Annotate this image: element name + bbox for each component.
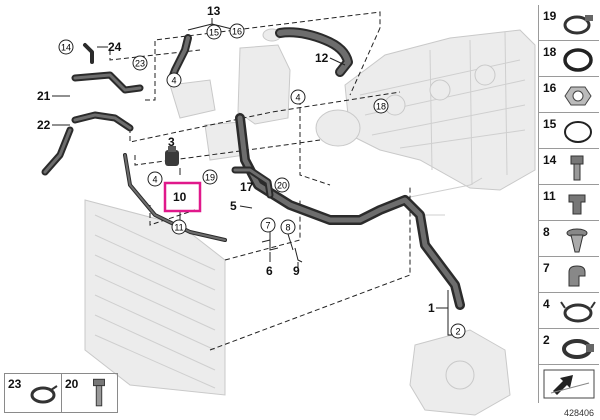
callout-15: 15 <box>206 24 222 40</box>
callout-2: 2 <box>450 323 466 339</box>
screw-icon <box>93 378 105 407</box>
legend-number: 20 <box>65 377 79 391</box>
callout-11: 11 <box>171 219 187 235</box>
legend-number: 15 <box>543 117 557 131</box>
svg-text:20: 20 <box>277 181 287 191</box>
callout-14: 14 <box>58 39 74 55</box>
water-pump <box>409 329 511 416</box>
svg-text:23: 23 <box>135 59 145 69</box>
callout-22: 22 <box>37 118 51 132</box>
callout-19: 19 <box>202 169 218 185</box>
legend-number: 2 <box>543 333 550 347</box>
legend-item-7[interactable]: 7 <box>539 257 599 293</box>
callout-6: 6 <box>266 264 273 278</box>
expansion-tank <box>237 28 291 125</box>
engine-block <box>344 29 536 191</box>
callout-4-top: 4 <box>166 72 182 88</box>
callout-3: 3 <box>168 135 175 149</box>
svg-text:15: 15 <box>209 28 219 38</box>
hose-brackets <box>261 239 303 263</box>
radiator <box>84 199 226 396</box>
legend-number: 7 <box>543 261 550 275</box>
gasket-icon <box>564 86 592 106</box>
svg-text:18: 18 <box>376 102 386 112</box>
arrow-icon <box>543 369 595 399</box>
callout-20: 20 <box>274 177 290 193</box>
legend-item-8[interactable]: 8 <box>539 221 599 257</box>
parts-legend-panel: 19 18 16 15 14 11 8 7 4 2 <box>538 5 599 403</box>
callout-21: 21 <box>37 89 51 103</box>
svg-text:16: 16 <box>232 27 242 37</box>
callout-18: 18 <box>373 98 389 114</box>
callout-17: 17 <box>240 180 254 194</box>
legend-item-23[interactable]: 23 <box>5 374 62 412</box>
svg-text:4: 4 <box>152 175 157 185</box>
callout-4-left: 4 <box>147 171 163 187</box>
callout-8: 8 <box>280 219 296 235</box>
callout-5: 5 <box>230 199 237 213</box>
o-ring-icon <box>563 48 593 72</box>
legend-item-16[interactable]: 16 <box>539 77 599 113</box>
legend-item-4[interactable]: 4 <box>539 293 599 329</box>
callout-4-mid: 4 <box>290 89 306 105</box>
legend-item-14[interactable]: 14 <box>539 149 599 185</box>
legend-number: 19 <box>543 9 557 23</box>
svg-text:7: 7 <box>265 221 270 231</box>
legend-item-18[interactable]: 18 <box>539 41 599 77</box>
callout-23: 23 <box>132 55 148 71</box>
legend-number: 23 <box>8 377 22 391</box>
direction-of-travel-indicator <box>539 365 599 403</box>
clip-icon <box>568 194 586 215</box>
svg-text:2: 2 <box>455 327 460 337</box>
svg-text:14: 14 <box>61 43 71 53</box>
spring-band-clamp-icon <box>30 385 58 404</box>
callouts: 13 15 16 14 24 23 4 12 4 18 21 22 3 4 19… <box>37 4 466 339</box>
legend-item-11[interactable]: 11 <box>539 185 599 221</box>
callout-9: 9 <box>293 264 300 278</box>
hose-clamp-icon <box>563 15 593 35</box>
legend-item-2[interactable]: 2 <box>539 329 599 365</box>
callout-1: 1 <box>428 301 435 315</box>
bolt-icon <box>570 155 584 181</box>
seal-ring-icon <box>564 121 592 143</box>
cooling-system-diagram: 13 15 16 14 24 23 4 12 4 18 21 22 3 4 19… <box>37 4 536 416</box>
expanding-rivet-icon <box>566 228 588 253</box>
svg-text:4: 4 <box>171 76 176 86</box>
spring-clamp-icon <box>560 301 596 323</box>
thermostat-sensor <box>165 146 179 166</box>
holder-clip-icon <box>568 265 586 287</box>
highlight-box <box>163 181 202 213</box>
svg-text:4: 4 <box>295 93 300 103</box>
svg-text:8: 8 <box>285 223 290 233</box>
legend-item-20[interactable]: 20 <box>62 374 117 412</box>
legend-number: 11 <box>543 189 556 203</box>
legend-number: 16 <box>543 81 557 95</box>
legend-item-15[interactable]: 15 <box>539 113 599 149</box>
callout-24: 24 <box>108 40 122 54</box>
legend-item-19[interactable]: 19 <box>539 5 599 41</box>
legend-number: 18 <box>543 45 557 59</box>
svg-text:11: 11 <box>174 223 183 233</box>
callout-13: 13 <box>207 4 221 18</box>
diagram-part-code: 428406 <box>563 408 594 418</box>
callout-10: 10 <box>173 190 187 204</box>
callout-16: 16 <box>229 23 245 39</box>
legend-number: 4 <box>543 297 550 311</box>
bottom-parts-legend: 23 20 <box>4 373 118 413</box>
callout-7: 7 <box>260 217 276 233</box>
svg-text:19: 19 <box>205 173 215 183</box>
legend-number: 14 <box>543 153 557 167</box>
callout-12: 12 <box>315 51 329 65</box>
legend-number: 8 <box>543 225 550 239</box>
band-clamp-icon <box>562 339 594 359</box>
